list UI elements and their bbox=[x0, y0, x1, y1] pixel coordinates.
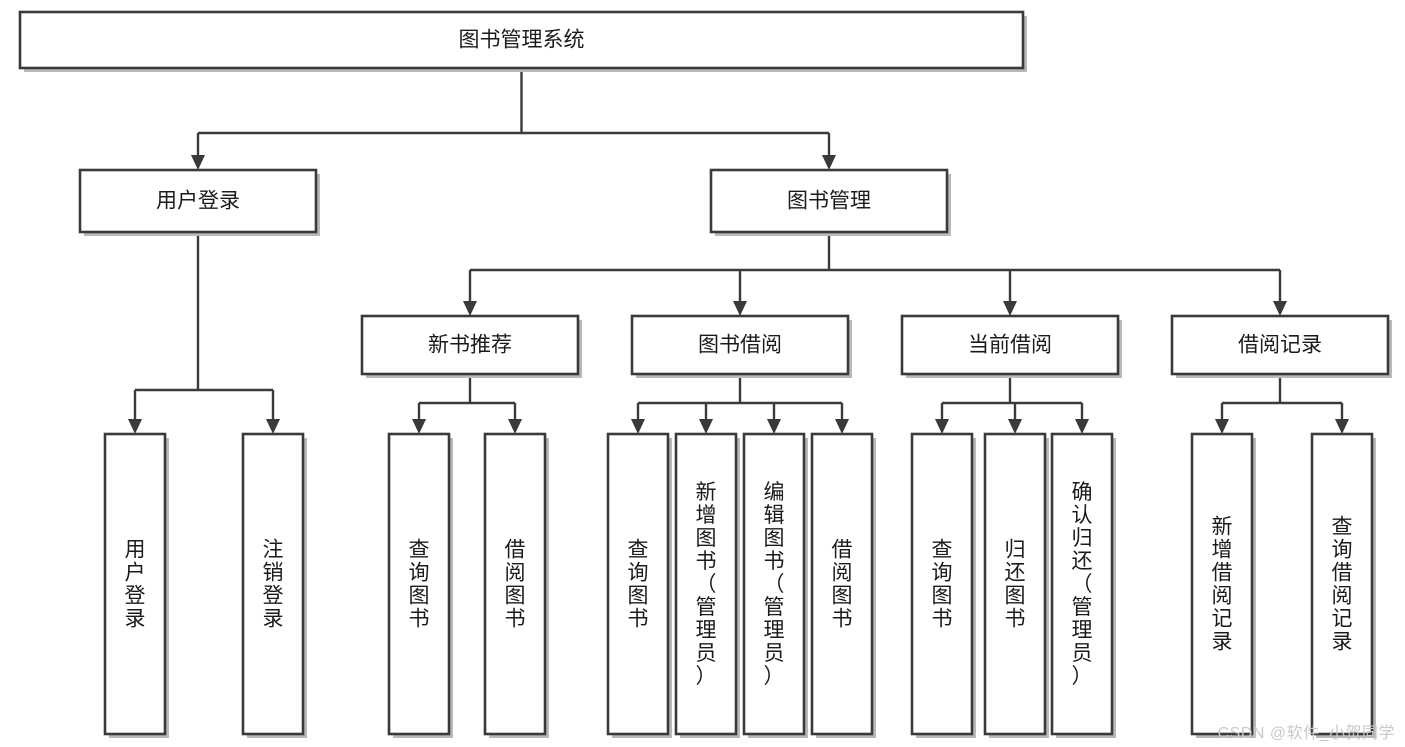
node-leaf-add-book[interactable]: 新增图书（管理员） bbox=[674, 432, 740, 738]
node-leaf-add-record[interactable]: 新增借阅记录 bbox=[1190, 432, 1256, 738]
node-book-management[interactable]: 图书管理 bbox=[709, 168, 951, 236]
node-label: 查询图书 bbox=[409, 538, 430, 630]
node-label: 注销登录 bbox=[263, 538, 284, 630]
node-label: 查询图书 bbox=[932, 538, 953, 630]
node-label: 用户登录 bbox=[125, 538, 146, 630]
node-label: 图书管理 bbox=[787, 190, 871, 213]
node-label: 查询借阅记录 bbox=[1332, 515, 1353, 653]
node-label: 图书借阅 bbox=[698, 334, 782, 357]
node-label: 借阅图书 bbox=[832, 538, 853, 630]
node-leaf-query-record[interactable]: 查询借阅记录 bbox=[1310, 432, 1376, 738]
arrow-head-icon bbox=[191, 155, 205, 170]
connector-layer bbox=[128, 68, 1349, 434]
node-leaf-edit-book[interactable]: 编辑图书（管理员） bbox=[742, 432, 808, 738]
node-label: 用户登录 bbox=[156, 190, 240, 213]
arrow-head-icon bbox=[822, 155, 836, 170]
node-leaf-borrow-book-new[interactable]: 借阅图书 bbox=[483, 432, 549, 738]
node-label: 归还图书 bbox=[1005, 538, 1026, 630]
node-label: 查询图书 bbox=[628, 538, 649, 630]
arrow-head-icon bbox=[1273, 301, 1287, 316]
arrow-head-icon bbox=[631, 419, 645, 434]
node-label: 新增借阅记录 bbox=[1212, 515, 1233, 653]
node-leaf-return-book[interactable]: 归还图书 bbox=[983, 432, 1049, 738]
arrow-head-icon bbox=[1075, 419, 1089, 434]
node-root[interactable]: 图书管理系统 bbox=[18, 10, 1027, 72]
node-layer: 图书管理系统用户登录图书管理新书推荐图书借阅当前借阅借阅记录用户登录注销登录查询… bbox=[18, 10, 1392, 738]
node-label: 新增图书（管理员） bbox=[696, 481, 717, 688]
node-leaf-query-book-new[interactable]: 查询图书 bbox=[387, 432, 453, 738]
arrow-head-icon bbox=[733, 301, 747, 316]
node-label: 当前借阅 bbox=[968, 334, 1052, 357]
node-leaf-logout[interactable]: 注销登录 bbox=[241, 432, 307, 738]
node-leaf-borrow-book[interactable]: 借阅图书 bbox=[810, 432, 876, 738]
arrow-head-icon bbox=[835, 419, 849, 434]
node-label: 编辑图书（管理员） bbox=[764, 481, 785, 688]
node-leaf-confirm-return[interactable]: 确认归还（管理员） bbox=[1050, 432, 1116, 738]
arrow-head-icon bbox=[1003, 301, 1017, 316]
arrow-head-icon bbox=[412, 419, 426, 434]
arrow-head-icon bbox=[1335, 419, 1349, 434]
arrow-head-icon bbox=[767, 419, 781, 434]
node-leaf-query-book-borrow[interactable]: 查询图书 bbox=[606, 432, 672, 738]
node-label: 新书推荐 bbox=[428, 334, 512, 357]
arrow-head-icon bbox=[266, 419, 280, 434]
arrow-head-icon bbox=[128, 419, 142, 434]
node-label: 借阅记录 bbox=[1238, 334, 1322, 357]
node-new-book-recommend[interactable]: 新书推荐 bbox=[360, 314, 582, 378]
arrow-head-icon bbox=[935, 419, 949, 434]
node-book-borrow[interactable]: 图书借阅 bbox=[630, 314, 852, 378]
arrow-head-icon bbox=[1008, 419, 1022, 434]
arrow-head-icon bbox=[508, 419, 522, 434]
node-leaf-user-login[interactable]: 用户登录 bbox=[103, 432, 169, 738]
arrow-head-icon bbox=[1215, 419, 1229, 434]
node-label: 图书管理系统 bbox=[459, 29, 585, 52]
node-label: 确认归还（管理员） bbox=[1072, 481, 1093, 688]
node-current-borrow[interactable]: 当前借阅 bbox=[900, 314, 1122, 378]
node-borrow-record[interactable]: 借阅记录 bbox=[1170, 314, 1392, 378]
node-user-login[interactable]: 用户登录 bbox=[78, 168, 320, 236]
node-label: 借阅图书 bbox=[505, 538, 526, 630]
arrow-head-icon bbox=[699, 419, 713, 434]
arrow-head-icon bbox=[463, 301, 477, 316]
node-leaf-query-book-current[interactable]: 查询图书 bbox=[910, 432, 976, 738]
